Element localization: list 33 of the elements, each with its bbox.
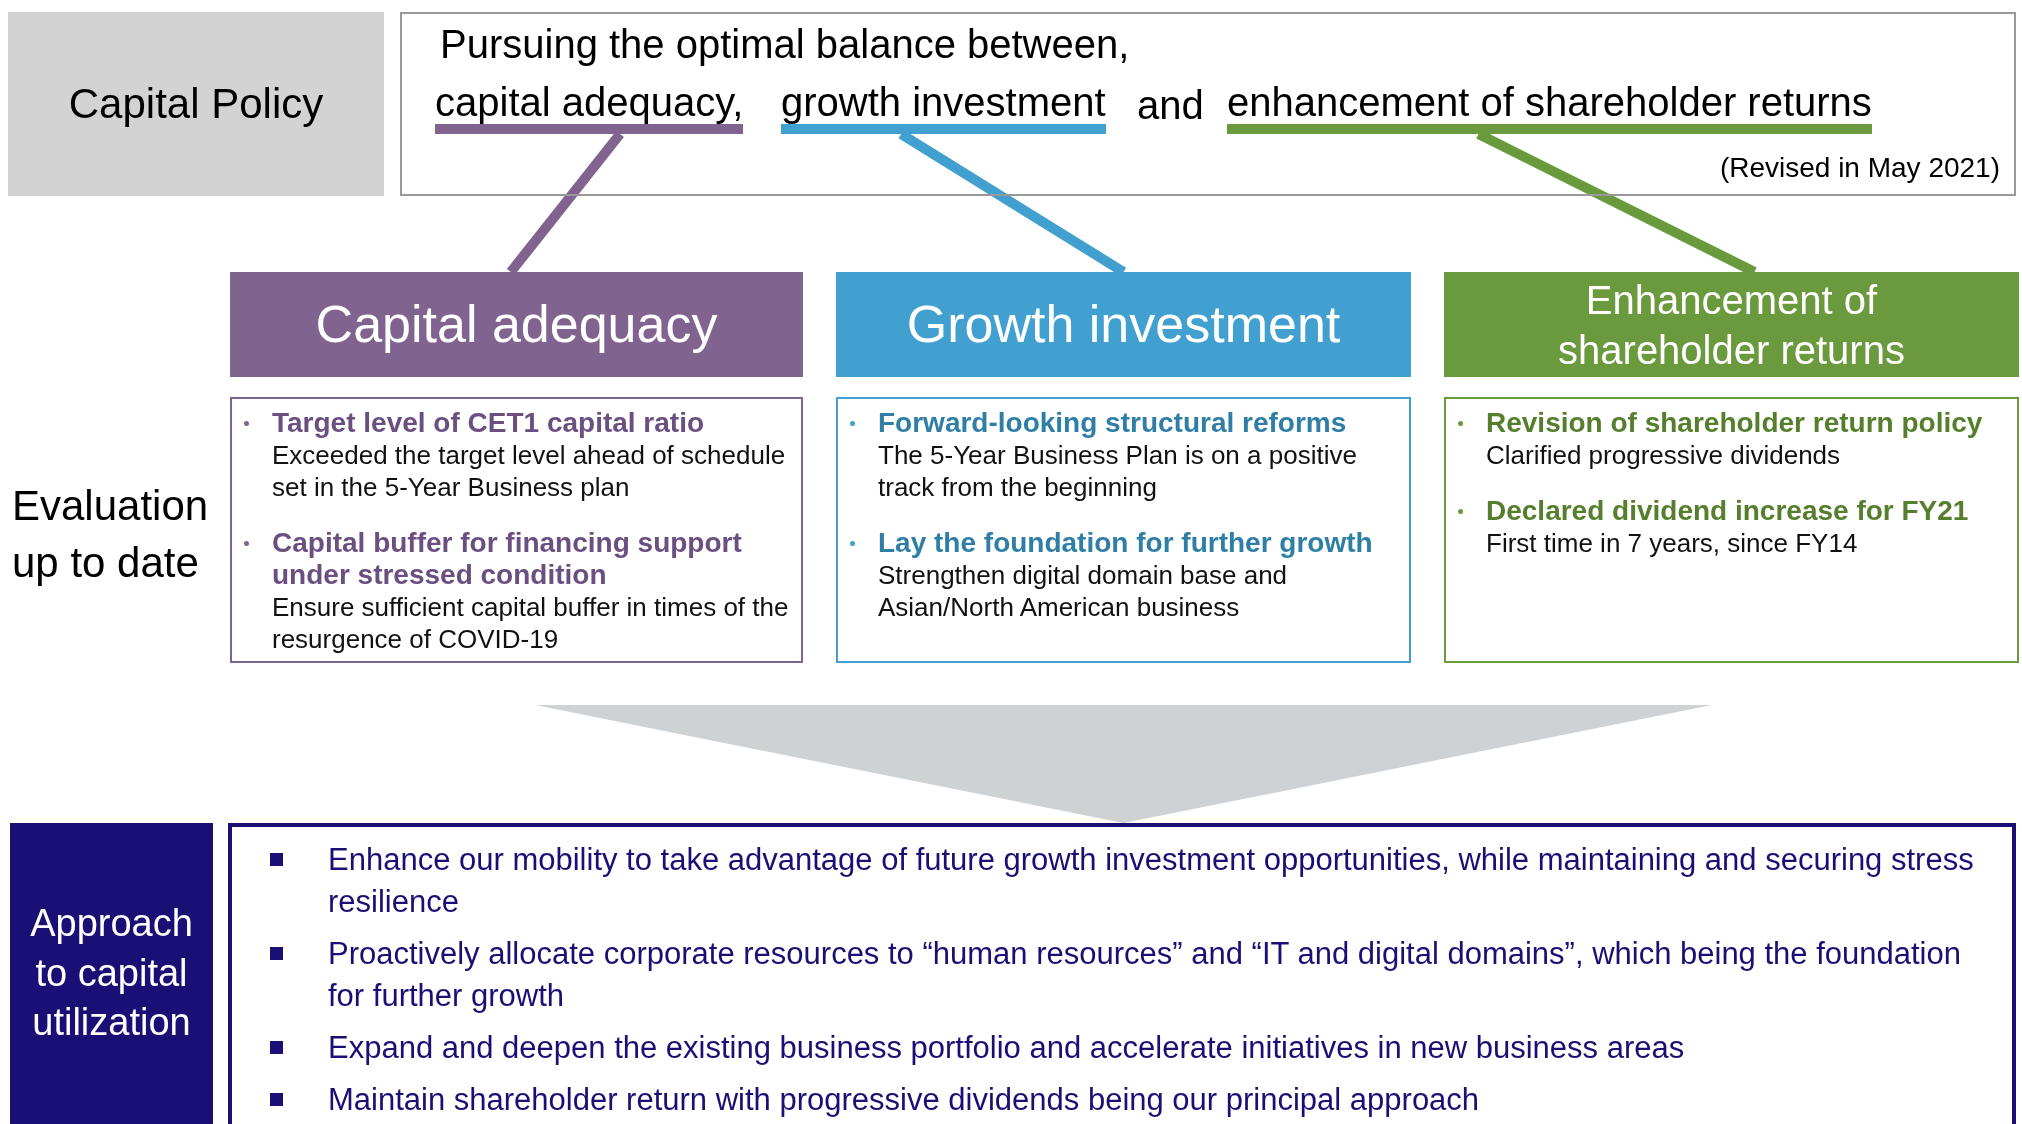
bullet-text: Ensure sufficient capital buffer in times of the resurgence of COVID-19: [272, 591, 790, 655]
section-label: Approach to capital utilization: [10, 823, 213, 1124]
bullet-text: Expand and deepen the existing business portfolio and accelerate initiatives in new business areas: [328, 1029, 1686, 1067]
section-label: Capital Policy: [8, 12, 384, 196]
bullet-heading: Declared dividend increase for FY21: [1486, 495, 1970, 527]
policy-box: [400, 12, 2016, 196]
bullet-heading: Revision of shareholder return policy: [1486, 407, 1984, 439]
bullet-heading: Capital buffer for financing support under stressed condition: [272, 527, 743, 591]
bullet-text: The 5-Year Business Plan is on a positive track from the beginning: [878, 439, 1358, 503]
approach-panel: [228, 823, 2016, 1124]
connector-word: and: [1137, 82, 1204, 129]
bullet-heading: Target level of CET1 capital ratio: [272, 407, 706, 439]
evaluation-card: [230, 397, 803, 663]
evaluation-card: [836, 397, 1411, 663]
policy-statement: Pursuing the optimal balance between,: [440, 22, 1130, 67]
pillar-header: Growth investment: [836, 272, 1411, 377]
row-heading: Evaluation up to date: [12, 481, 210, 588]
bullet-text: Maintain shareholder return with progressive dividends being our principal approach: [328, 1081, 1481, 1119]
bullet-text: Clarified progressive dividends: [1486, 439, 1842, 471]
bullet-text: Enhance our mobility to take advantage of future growth investment opportunities, while maintaining and securing stress resilience: [328, 841, 1975, 921]
evaluation-card: [1444, 397, 2019, 663]
pillar-header: Capital adequacy: [230, 272, 803, 377]
bullet-text: First time in 7 years, since FY14: [1486, 527, 1859, 559]
underlined-phrase: enhancement of shareholder returns: [1227, 80, 1872, 134]
revision-note: (Revised in May 2021): [1719, 152, 2000, 184]
underlined-phrase: capital adequacy,: [435, 80, 744, 134]
underlined-phrase: growth investment: [781, 80, 1106, 134]
bullet-text: Strengthen digital domain base and Asian/North American business: [878, 559, 1289, 623]
bullet-text: Exceeded the target level ahead of schedule set in the 5-Year Business plan: [272, 439, 787, 503]
bullet-heading: Lay the foundation for further growth: [878, 527, 1374, 559]
bullet-text: Proactively allocate corporate resources to “human resources” and “IT and digital domains”, which being the foundation for further growth: [328, 935, 1962, 1015]
bullet-heading: Forward-looking structural reforms: [878, 407, 1348, 439]
pillar-header: Enhancement of shareholder returns: [1444, 272, 2019, 377]
